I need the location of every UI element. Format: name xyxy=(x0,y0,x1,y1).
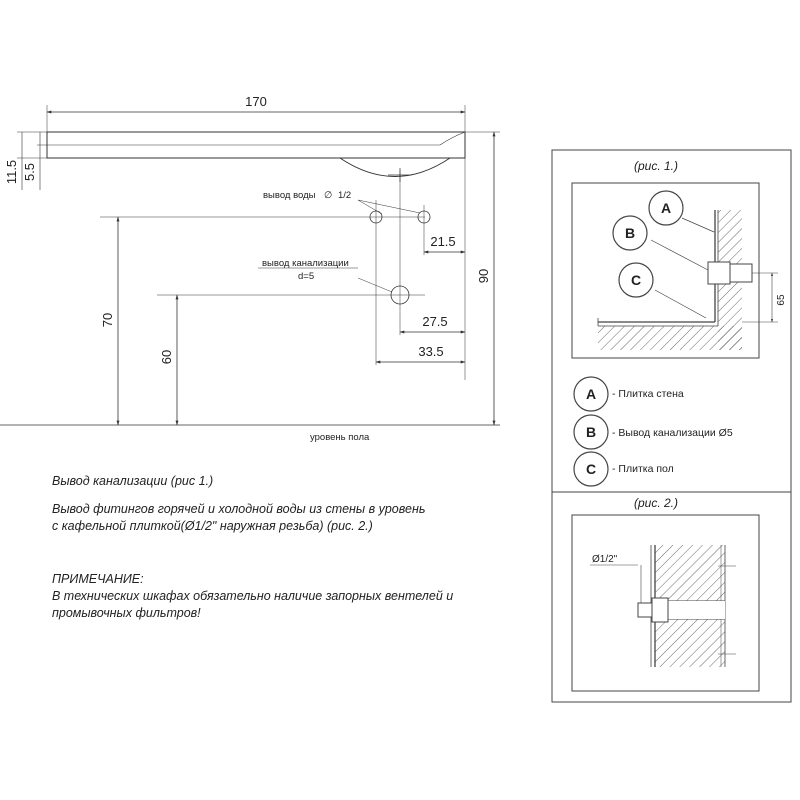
water-outlet-label: вывод воды xyxy=(263,190,316,201)
floor-level-label: уровень пола xyxy=(310,432,370,443)
fig2-fitting-thread xyxy=(637,602,653,618)
fig1-callout-b-letter: B xyxy=(625,225,635,241)
dim-height-drain-label: 60 xyxy=(159,350,174,364)
dim-water-offset-label: 21.5 xyxy=(430,234,455,249)
note-drain: Вывод канализации (рис 1.) xyxy=(52,474,213,488)
fig1-callout-b xyxy=(612,215,648,251)
legend-letter-c: C xyxy=(586,461,596,477)
fig1-frame xyxy=(571,182,760,359)
water-leader-1 xyxy=(357,199,383,215)
dim-height-water-label: 70 xyxy=(100,313,115,327)
dim-drain-offset-outer-label: 33.5 xyxy=(418,344,443,359)
fig2-fitting-nut xyxy=(651,597,669,623)
drain-outlet-size: d=5 xyxy=(298,271,314,282)
fig2-pipe-body xyxy=(668,601,725,619)
fig1-drain-fitting xyxy=(707,261,731,285)
note-text-2: промывочных фильтров! xyxy=(52,606,201,620)
fig1-leader-c xyxy=(654,289,707,319)
right-panel xyxy=(551,149,792,703)
fig1-callout-c xyxy=(618,262,654,298)
water-leader-2 xyxy=(357,199,421,214)
fig1-callout-a-letter: A xyxy=(661,200,671,216)
fig2-caption: (рис. 2.) xyxy=(634,496,678,510)
drain-leader xyxy=(357,277,393,293)
legend-letter-a: A xyxy=(586,386,596,402)
top-drawing xyxy=(0,105,500,426)
note-title: ПРИМЕЧАНИЕ: xyxy=(52,572,144,586)
dim-width-label: 170 xyxy=(245,94,267,109)
water-outlet-size: 1/2 xyxy=(338,190,351,201)
basin-bowl xyxy=(339,157,451,177)
dim-depth-top-label: 5.5 xyxy=(22,163,37,181)
note-fittings-2: с кафельной плиткой(Ø1/2" наружная резьб… xyxy=(52,519,373,533)
fig1-callout-c-letter: C xyxy=(631,272,641,288)
water-outlet-diameter-symbol: ∅ xyxy=(324,190,332,201)
fig1-drain-pipe xyxy=(729,263,753,283)
dim-depth-total-label: 11.5 xyxy=(4,160,19,184)
fig1-callout-a xyxy=(648,190,684,226)
legend-circle-b xyxy=(573,414,609,450)
legend-text-a: - Плитка стена xyxy=(612,388,684,400)
dim-drain-offset-label: 27.5 xyxy=(422,314,447,329)
legend-letter-b: B xyxy=(586,424,596,440)
note-text-1: В технических шкафах обязательно наличие… xyxy=(52,589,453,603)
right-panel-frame xyxy=(551,149,792,703)
drain-outlet-label: вывод канализации xyxy=(262,258,349,269)
fig1-leader-a xyxy=(681,217,715,233)
legend-circle-a xyxy=(573,376,609,412)
fig2-thread-label: Ø1/2" xyxy=(592,554,618,565)
legend-text-b: - Вывод канализации Ø5 xyxy=(612,427,733,439)
fig2-frame xyxy=(571,514,760,692)
legend-circle-c xyxy=(573,451,609,487)
note-fittings-1: Вывод фитингов горячей и холодной воды и… xyxy=(52,502,425,516)
countertop-bevel xyxy=(439,131,466,146)
fig1-dim-label: 65 xyxy=(776,294,787,306)
dim-height-total-label: 90 xyxy=(476,269,491,283)
fig1-floor-hatch xyxy=(598,326,742,350)
fig1-caption: (рис. 1.) xyxy=(634,159,678,173)
legend-text-c: - Плитка пол xyxy=(612,463,674,475)
fig1-leader-b xyxy=(650,239,709,271)
